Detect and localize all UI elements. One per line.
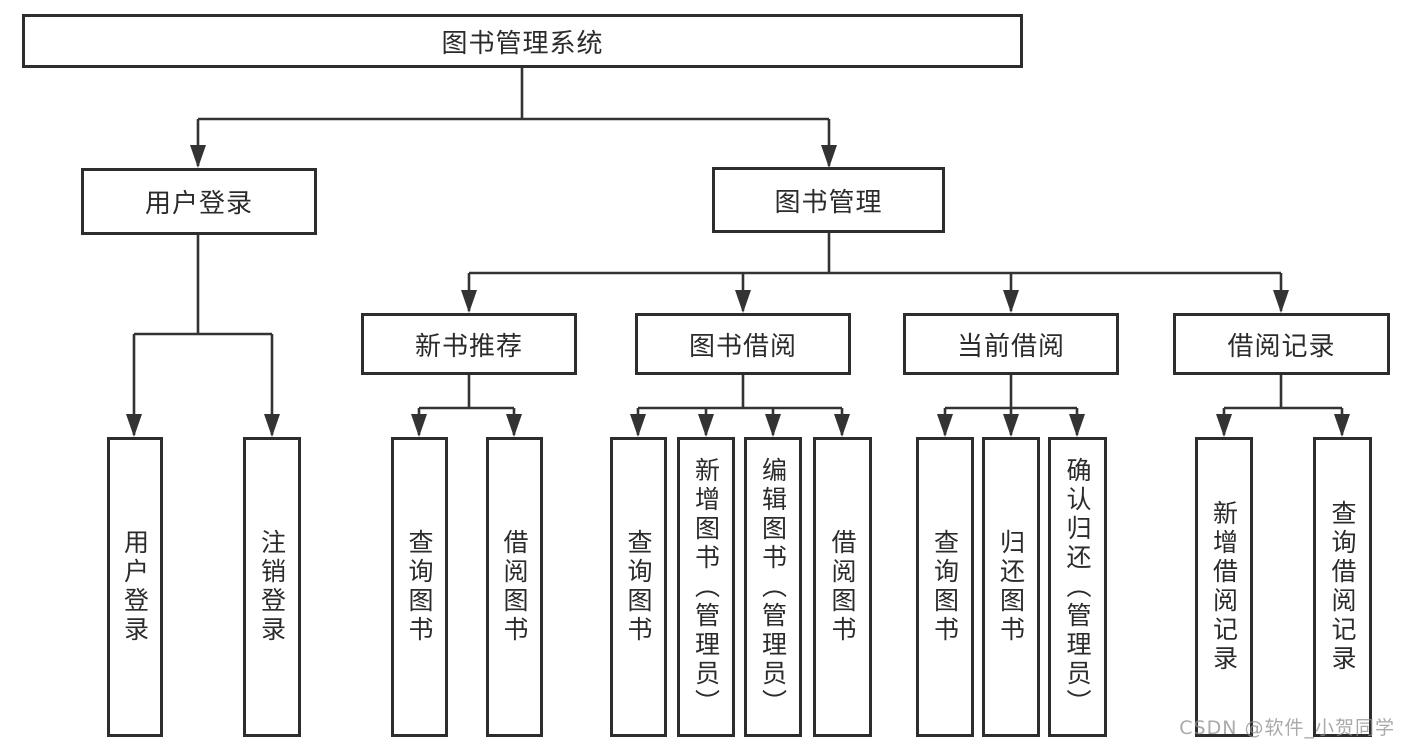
connector-paths — [132, 68, 1344, 435]
leaf-confirm-return-admin: 确认归还（管理员） — [1048, 437, 1107, 737]
arrowheads — [126, 145, 1350, 437]
leaf-user-login: 用户登录 — [107, 437, 163, 737]
csdn-watermark: CSDN @软件_小贺同学 — [1179, 717, 1395, 739]
node-root-system: 图书管理系统 — [22, 14, 1023, 68]
leaf-return-book: 归还图书 — [982, 437, 1040, 737]
node-user-login: 用户登录 — [81, 168, 317, 235]
leaf-logout: 注销登录 — [243, 437, 301, 737]
leaf-query-book-borrow: 查询图书 — [610, 437, 667, 737]
leaf-add-borrow-record: 新增借阅记录 — [1195, 437, 1253, 737]
leaf-add-book-admin: 新增图书（管理员） — [677, 437, 735, 737]
node-current-borrow: 当前借阅 — [903, 313, 1119, 375]
leaf-query-borrow-record: 查询借阅记录 — [1313, 437, 1372, 737]
leaf-borrow-book-recommend: 借阅图书 — [486, 437, 543, 737]
node-book-borrow: 图书借阅 — [635, 313, 851, 375]
node-new-book-recommend: 新书推荐 — [361, 313, 577, 375]
leaf-query-book-current: 查询图书 — [916, 437, 974, 737]
leaf-query-book-recommend: 查询图书 — [391, 437, 448, 737]
node-book-management: 图书管理 — [712, 167, 945, 233]
leaf-borrow-book: 借阅图书 — [813, 437, 872, 737]
leaf-edit-book-admin: 编辑图书（管理员） — [744, 437, 802, 737]
node-borrow-record: 借阅记录 — [1173, 313, 1390, 375]
